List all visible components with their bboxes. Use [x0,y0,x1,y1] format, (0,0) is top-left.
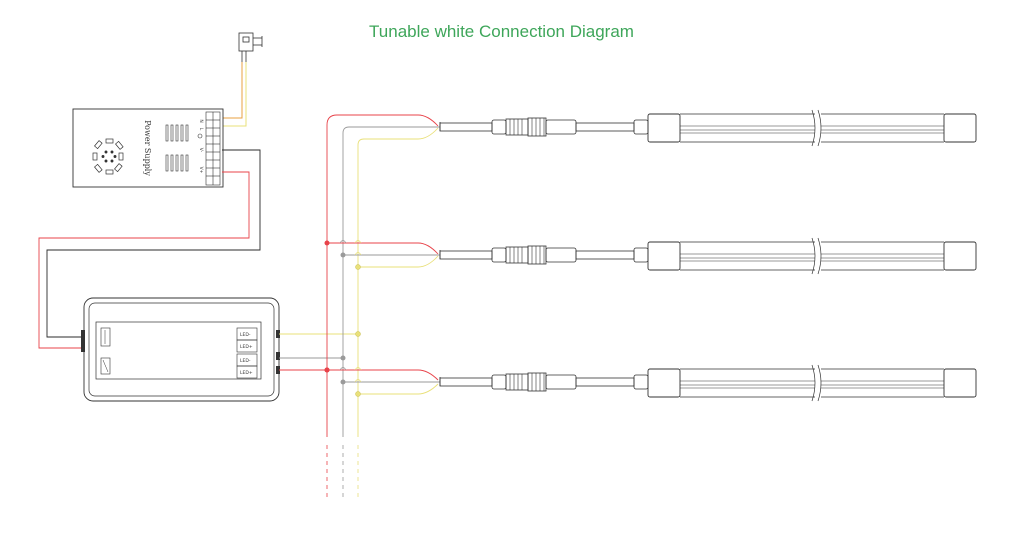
power-supply: Power Supply N L V- V+ [72,108,224,188]
diagram-title: Tunable white Connection Diagram [369,22,634,41]
led-strip-row-3 [439,364,977,402]
ground-icon [197,133,203,139]
terminal-v-minus-label: V- [198,148,204,153]
cable-jacket [439,250,493,260]
terminal-block [205,111,221,186]
branch-row-3 [324,367,440,397]
cable-jacket [439,122,493,132]
output-led-minus-1: LED- [240,332,251,338]
end-cap-left [647,241,681,271]
connector-male [491,119,507,135]
terminal-v-plus-label: V+ [198,167,204,174]
connector-male [491,247,507,263]
branch-row-2 [324,240,440,270]
terminal-l-label: L [198,128,204,131]
output-led-minus-2: LED- [240,358,251,364]
bus-lines [326,114,440,500]
connector-female [545,247,577,263]
output-terminals [236,327,258,379]
input-label-plate [100,357,111,375]
power-supply-label: Power Supply [143,120,152,176]
input-terminal [100,327,111,347]
cable-jacket [439,377,493,387]
dc-positive-wire [38,171,250,349]
output-led-plus-1: LED+ [240,344,253,350]
controller-input-port [81,330,85,352]
junction-red [324,367,330,373]
led-strip-row-2 [439,237,977,275]
end-cap-right [943,113,977,143]
connector-nut [527,117,547,137]
fan-icon [92,138,124,175]
dc-negative-wire [46,149,261,338]
led-strip-row-1 [439,109,977,147]
connector-female [545,374,577,390]
end-cap-right [943,241,977,271]
vent-slots [165,124,189,172]
connector-nut [527,372,547,392]
end-cap-left [647,368,681,398]
terminal-n-label: N [198,119,204,122]
connector-nut [527,245,547,265]
junction-yellow [355,331,361,337]
end-cap-left [647,113,681,143]
ac-wire-live [222,62,243,119]
output-led-plus-2: LED+ [240,370,253,376]
ac-plug [238,32,263,62]
junction-gray [340,355,346,361]
connector-female [545,119,577,135]
connector-male [491,374,507,390]
end-cap-right [943,368,977,398]
ac-wire-neutral [222,62,247,127]
controller: LED- LED+ LED- LED+ [81,297,280,402]
